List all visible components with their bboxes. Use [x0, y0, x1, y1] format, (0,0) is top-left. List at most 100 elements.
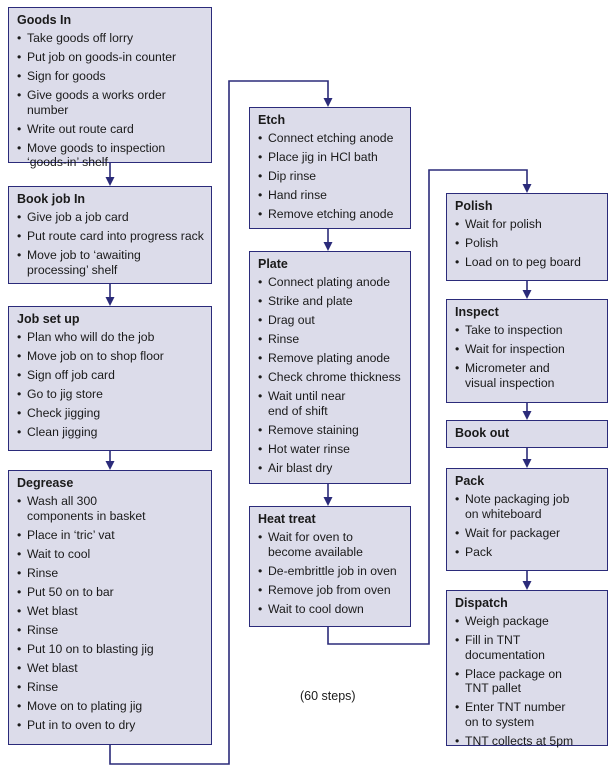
list-item: De-embrittle job in oven	[258, 564, 404, 579]
list-item: Plan who will do the job	[17, 330, 205, 345]
list-item-text: Wait for polish	[465, 217, 542, 231]
list-item-text: Wait for inspection	[465, 342, 565, 356]
list-item-text: Give job a job card	[27, 210, 129, 224]
list-item-text: Check jigging	[27, 406, 101, 420]
list-item-text: Place in ‘tric’ vat	[27, 527, 115, 542]
list-item: Dip rinse	[258, 169, 404, 184]
list-item-text: Put job on goods-in counter	[27, 50, 177, 64]
list-item-text: Fill in TNT documentation	[465, 633, 545, 662]
list-item: Take to inspection	[455, 323, 601, 338]
job-set-up-list: Plan who will do the jobMove job on to s…	[17, 330, 205, 440]
list-item-text: Remove etching anode	[268, 207, 394, 221]
dispatch-title: Dispatch	[455, 596, 508, 610]
list-item: Wet blast	[17, 661, 205, 676]
list-item-text: Hot water rinse	[268, 441, 350, 456]
list-item-text: Wet blast	[27, 660, 78, 675]
polish-list: Wait for polishPolishLoad on to peg boar…	[455, 217, 601, 270]
book-out-box: Book out	[446, 420, 608, 448]
book-job-in-list: Give job a job cardPut route card into p…	[17, 210, 205, 277]
list-item-text: Take goods off lorry	[27, 31, 134, 45]
list-item-text: Place jig in HCl bath	[268, 150, 378, 164]
list-item-text: Connect etching anode	[268, 131, 394, 145]
list-item: Polish	[455, 236, 601, 251]
list-item: Remove etching anode	[258, 207, 404, 222]
inspect-box: InspectTake to inspectionWait for inspec…	[446, 299, 608, 403]
plate-list: Connect plating anodeStrike and plateDra…	[258, 275, 404, 475]
plate-title: Plate	[258, 257, 288, 271]
list-item-text: Move on to plating jig	[27, 698, 143, 713]
list-item: Put job on goods-in counter	[17, 50, 205, 65]
etch-box: EtchConnect etching anodePlace jig in HC…	[249, 107, 411, 229]
dispatch-box: DispatchWeigh packageFill in TNT documen…	[446, 590, 608, 748]
list-item: Place jig in HCl bath	[258, 150, 404, 165]
list-item-text: Rinse	[27, 565, 59, 580]
heat-treat-title: Heat treat	[258, 512, 316, 526]
list-item-text: Move job to ‘awaiting	[27, 248, 141, 262]
connector-goods-in-book-arrowhead	[105, 177, 115, 186]
connector-degrease-etch-line	[109, 80, 329, 765]
list-item: Rinse	[17, 566, 205, 581]
list-item: Give goods a works order number	[17, 88, 205, 117]
list-item: Put in to oven to dry	[17, 718, 205, 733]
connector-pack-dispatch-arrowhead	[522, 581, 532, 590]
list-item: Put 50 on to bar	[17, 585, 205, 600]
steps-note: (60 steps)	[300, 689, 356, 703]
list-item-text: TNT collects at 5pm	[465, 733, 574, 748]
list-item: Take goods off lorry	[17, 31, 205, 46]
list-item-text: Wait until near	[268, 389, 346, 403]
job-set-up-title: Job set up	[17, 312, 80, 326]
list-item-text: Dip rinse	[268, 169, 317, 183]
list-item-text: Go to jig store	[27, 387, 103, 401]
dispatch-list: Weigh packageFill in TNT documentationPl…	[455, 614, 601, 748]
list-item: Pack	[455, 545, 601, 560]
list-item-text: visual inspection	[465, 375, 555, 390]
connector-bookout-pack-arrowhead	[522, 459, 532, 468]
list-item: Weigh package	[455, 614, 601, 629]
list-item: Check chrome thickness	[258, 370, 404, 385]
inspect-list: Take to inspectionWait for inspectionMic…	[455, 323, 601, 390]
list-item-text: Wait to cool	[27, 546, 91, 561]
list-item-text: Rinse	[27, 679, 59, 694]
list-item-text: ‘goods-in’ shelf	[27, 155, 108, 169]
list-item-text: Put 10 on to blasting jig	[27, 641, 154, 656]
list-item: Move job on to shop floor	[17, 349, 205, 364]
list-item-text: Put route card into progress rack	[27, 229, 204, 243]
list-item-text: Drag out	[268, 313, 315, 327]
list-item: Wait for packager	[455, 526, 601, 541]
list-item-text: Air blast dry	[268, 460, 333, 475]
etch-title: Etch	[258, 113, 286, 127]
list-item: Wait to cool	[17, 547, 205, 562]
list-item: Fill in TNT documentation	[455, 633, 601, 662]
list-item-text: components in basket	[27, 508, 146, 523]
list-item-text: Wash all 300	[27, 494, 98, 508]
list-item: Remove staining	[258, 423, 404, 438]
list-item: Load on to peg board	[455, 255, 601, 270]
list-item: Strike and plate	[258, 294, 404, 309]
list-item-text: Check chrome thickness	[268, 370, 401, 384]
connector-book-setup-arrowhead	[105, 297, 115, 306]
list-item: Rinse	[17, 623, 205, 638]
goods-in-box: Goods InTake goods off lorryPut job on g…	[8, 7, 212, 169]
list-item: Put route card into progress rack	[17, 229, 205, 244]
connector-heat-polish-arrowhead	[522, 184, 532, 193]
list-item: Give job a job card	[17, 210, 205, 225]
list-item-text: Put 50 on to bar	[27, 584, 114, 599]
book-job-in-title: Book job In	[17, 192, 86, 206]
list-item-text: processing’ shelf	[27, 262, 118, 277]
list-item: Wait to cool down	[258, 602, 404, 617]
list-item-text: Write out route card	[27, 121, 134, 136]
list-item-text: Strike and plate	[268, 294, 353, 308]
list-item: Connect etching anode	[258, 131, 404, 146]
